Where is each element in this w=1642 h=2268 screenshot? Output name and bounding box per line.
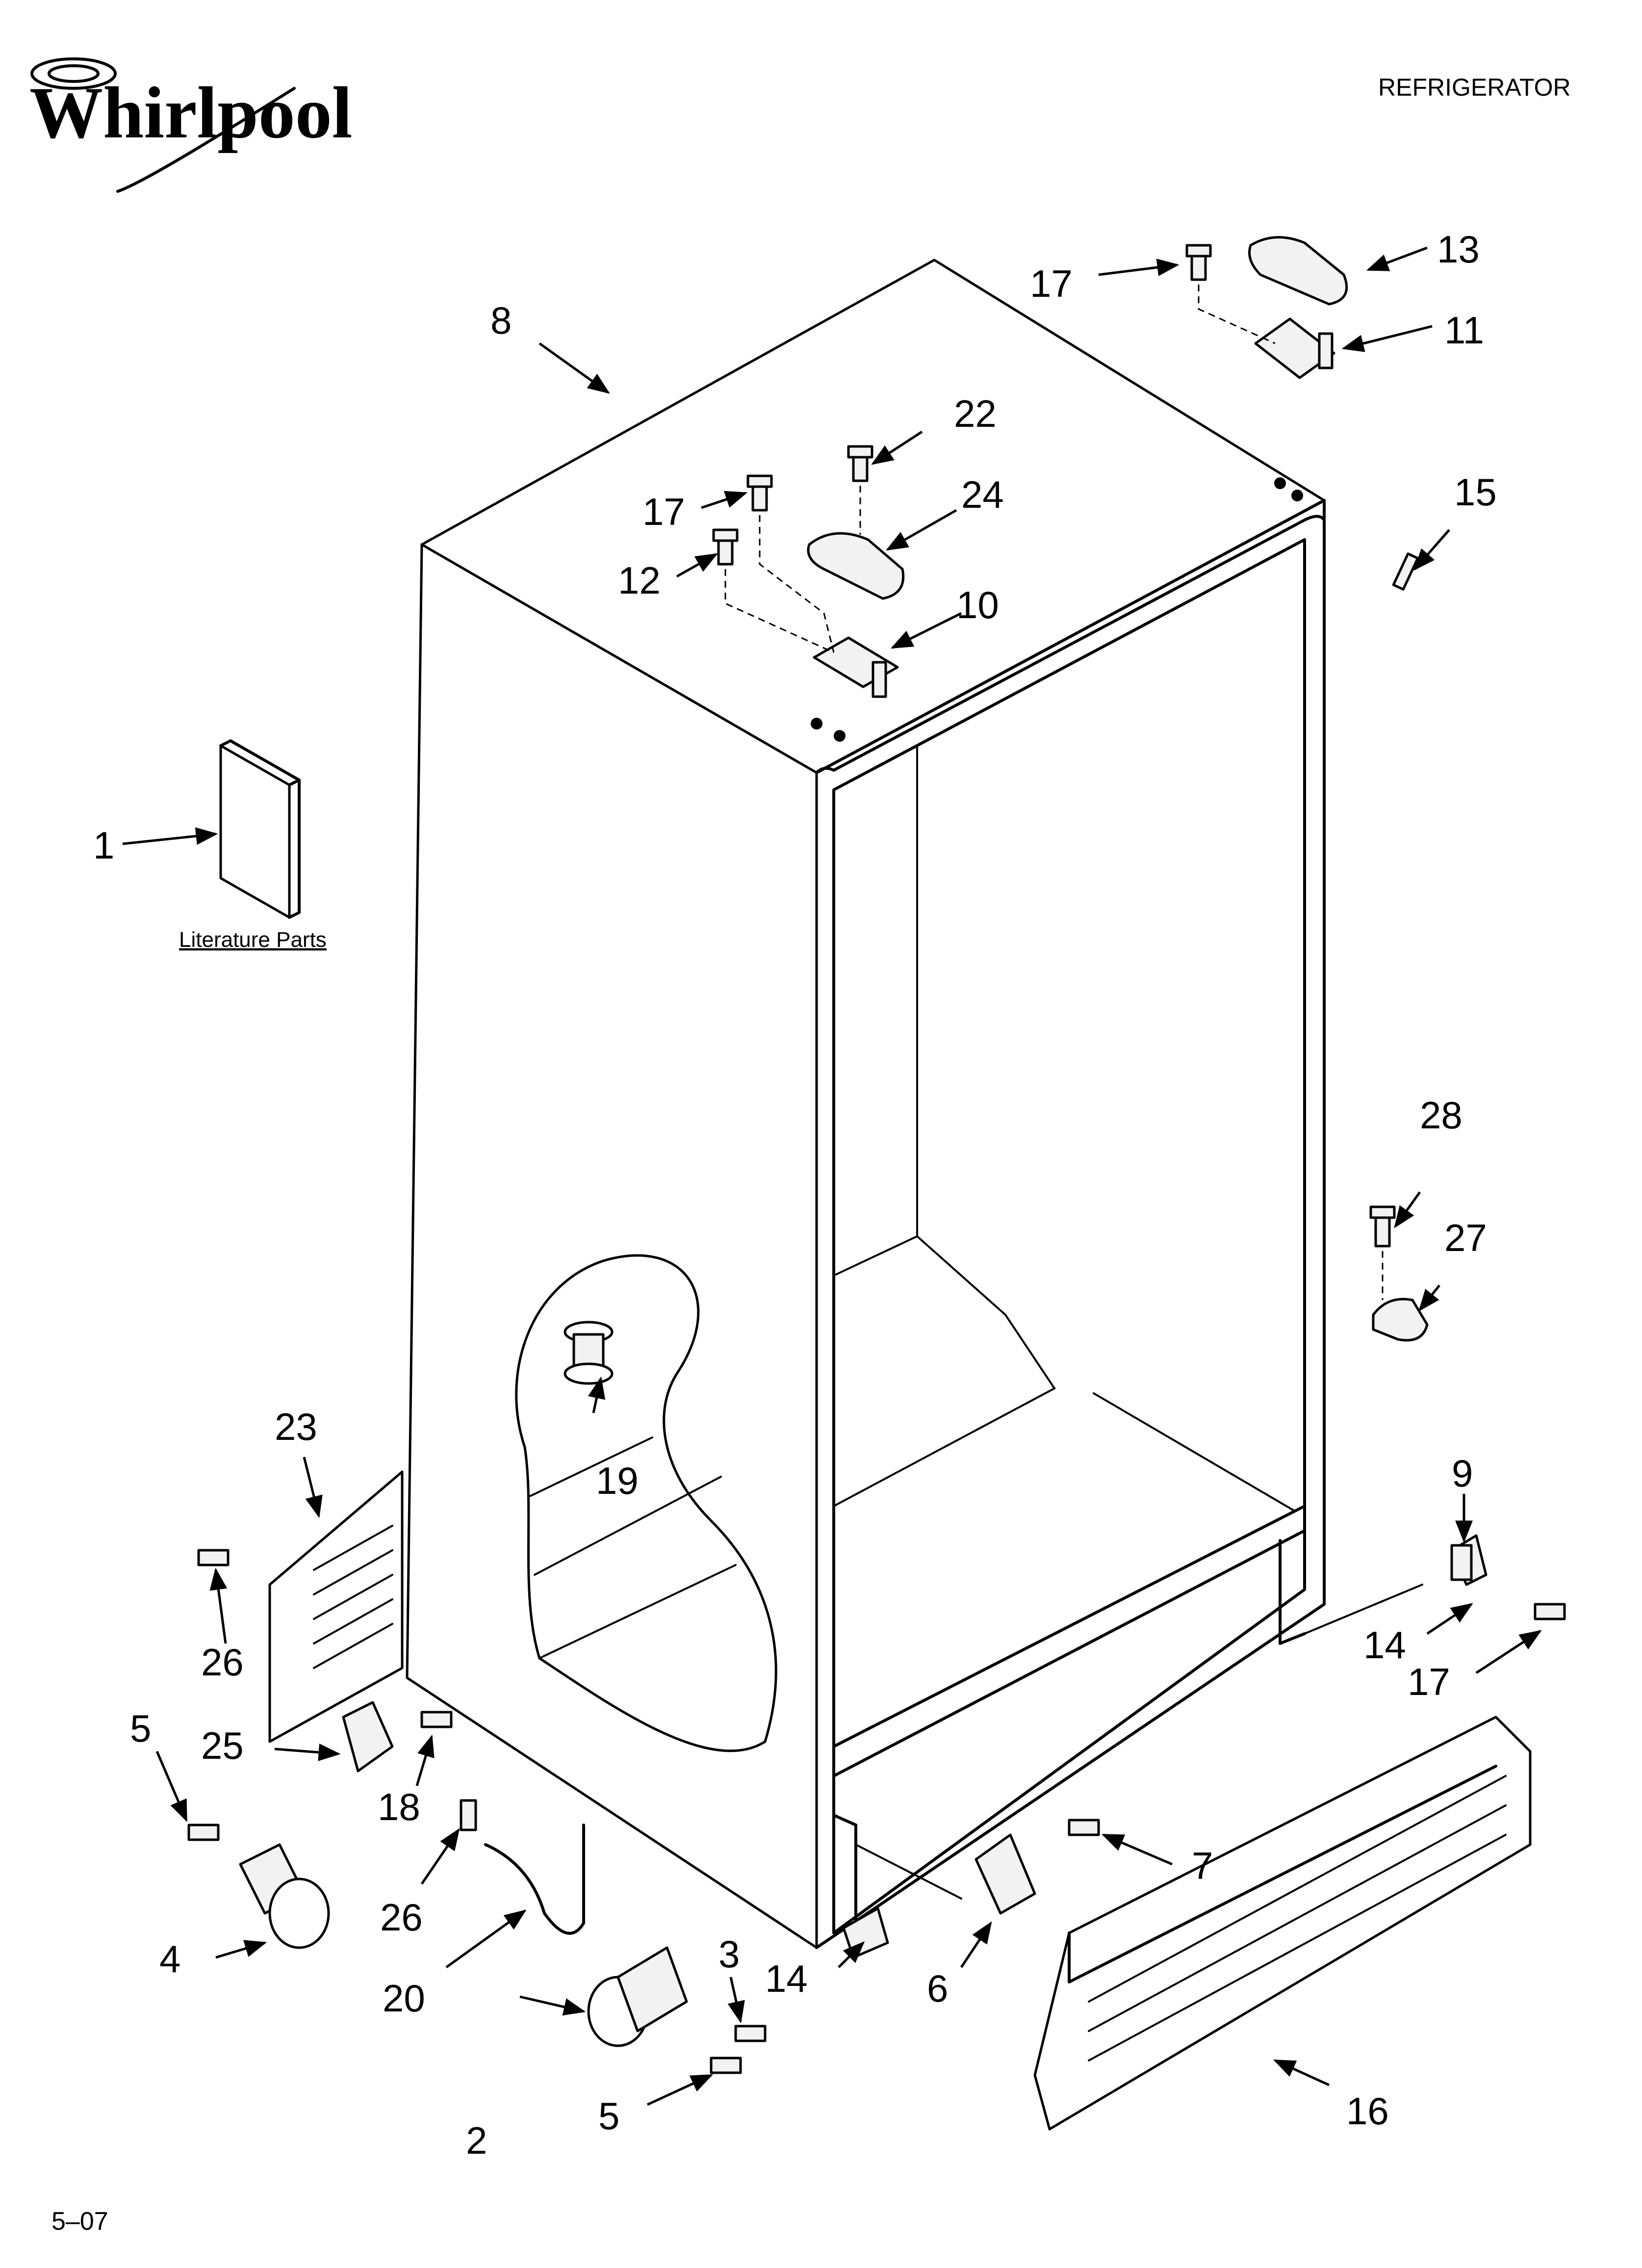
- callout-16: 16: [1346, 2089, 1389, 2133]
- leader-arrows: [122, 246, 1542, 2106]
- callout-15: 15: [1454, 470, 1497, 514]
- rear-bracket-25: [342, 1701, 394, 1773]
- screw-5-bottom: [710, 2057, 742, 2074]
- callout-5-bottom: 5: [598, 2094, 619, 2138]
- callout-24: 24: [961, 473, 1004, 516]
- base-grille: [1033, 1716, 1532, 2131]
- callout-18: 18: [378, 1785, 420, 1828]
- callout-17-top-right: 17: [1030, 262, 1073, 305]
- callout-27: 27: [1444, 1216, 1487, 1259]
- screw-22: [847, 445, 873, 482]
- callout-4: 4: [159, 1937, 180, 1981]
- callout-7: 7: [1192, 1844, 1213, 1887]
- callout-19: 19: [596, 1459, 639, 1502]
- screw-12: [712, 528, 739, 566]
- callout-10: 10: [956, 583, 999, 626]
- callout-11: 11: [1444, 309, 1484, 352]
- front-roller-assembly: [239, 1843, 330, 1949]
- callout-14-right: 14: [1363, 1623, 1406, 1667]
- callout-8: 8: [490, 299, 512, 342]
- screw-17-right: [1534, 1603, 1566, 1620]
- bracket-6: [975, 1833, 1036, 1915]
- screw-3: [734, 2025, 767, 2042]
- callout-26-left: 26: [201, 1641, 244, 1684]
- callout-9: 9: [1452, 1452, 1473, 1495]
- literature-parts-label: Literature Parts: [179, 928, 327, 952]
- rear-vent-panel: [268, 1470, 404, 1743]
- brand-logo-text: Whirlpool: [29, 72, 352, 154]
- whirlpool-logo: Whirlpool: [29, 57, 352, 193]
- callout-20: 20: [383, 1977, 425, 2020]
- hinge-pin: [1392, 552, 1419, 591]
- callout-28: 28: [1420, 1094, 1462, 1137]
- callout-labels: 1 2 3 4 5 5 6 7 8 9 10 11 12 13 14 14 15…: [93, 228, 1497, 2162]
- callout-26-bottom: 26: [380, 1896, 423, 1939]
- callout-22: 22: [954, 392, 997, 435]
- top-hinge-cover-right: [1248, 236, 1348, 306]
- callout-13: 13: [1437, 228, 1480, 271]
- section-title: REFRIGERATOR: [1378, 74, 1571, 101]
- callout-5-left: 5: [130, 1707, 151, 1750]
- callout-1: 1: [93, 824, 114, 867]
- bottom-hinge-bracket-27: [1372, 1298, 1429, 1342]
- screw-26-left: [197, 1549, 230, 1566]
- callout-25: 25: [201, 1724, 244, 1767]
- literature-part: [219, 739, 301, 919]
- callout-2: 2: [466, 2119, 487, 2162]
- screw-17-top-right: [1185, 244, 1212, 281]
- screw-18: [420, 1711, 453, 1728]
- top-hinge-left: [813, 636, 899, 698]
- callout-14-bottom: 14: [765, 1957, 808, 2000]
- top-hinge-right: [1254, 317, 1335, 379]
- screw-17-top-left: [746, 474, 773, 512]
- screw-26-bottom: [460, 1799, 477, 1831]
- screw-7: [1068, 1819, 1100, 1836]
- drain-tube: [484, 1824, 585, 1935]
- callout-17-top-left: 17: [642, 490, 685, 533]
- top-hinge-cover-left: [807, 532, 905, 600]
- callout-6: 6: [927, 1967, 948, 2010]
- callout-17-right: 17: [1408, 1660, 1450, 1703]
- cabinet-body: [406, 259, 1326, 1949]
- bracket-9: [1450, 1544, 1473, 1581]
- bracket-14-bottom: [842, 1907, 889, 1959]
- callout-3: 3: [718, 1932, 740, 1976]
- page-code: 5–07: [51, 2207, 108, 2236]
- callout-23: 23: [275, 1405, 317, 1448]
- screw-28: [1369, 1205, 1396, 1248]
- screw-5-left: [187, 1824, 220, 1841]
- callout-12: 12: [618, 559, 661, 602]
- rear-roller-assembly: [587, 1946, 688, 2047]
